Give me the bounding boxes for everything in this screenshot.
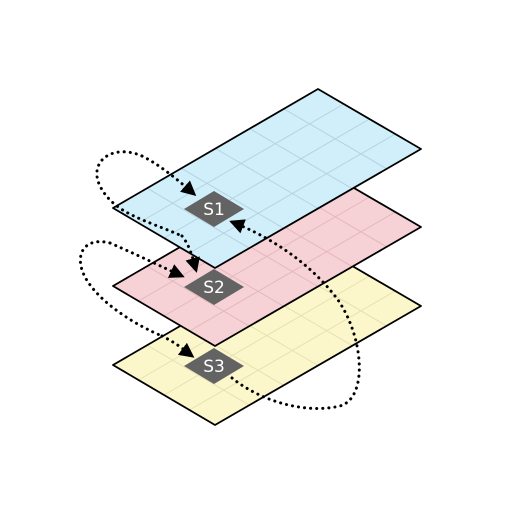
layer-top-grid <box>138 103 396 254</box>
arrow-return-to-s1 <box>229 219 361 410</box>
stage-s2-box <box>184 269 244 305</box>
grid-line <box>189 290 396 411</box>
arrow-into-s2-a <box>180 234 200 273</box>
grid-line <box>189 133 396 254</box>
flow-arrows <box>78 150 361 410</box>
grid-line <box>163 118 370 239</box>
stage-s2-label: S2 <box>203 278 225 298</box>
grid-line <box>189 211 396 332</box>
layer-top-outline <box>112 88 422 269</box>
stage-s1-label: S1 <box>203 200 225 220</box>
arrow-into-s1 <box>140 154 197 196</box>
arrow-into-s2-b <box>108 241 185 278</box>
layer-top: S1 <box>112 88 422 269</box>
stage-s3-box <box>184 348 244 384</box>
grid-line <box>163 196 370 317</box>
stage-s1-box <box>184 191 244 227</box>
stage-s3-label: S3 <box>203 357 225 377</box>
grid-line <box>138 103 345 224</box>
